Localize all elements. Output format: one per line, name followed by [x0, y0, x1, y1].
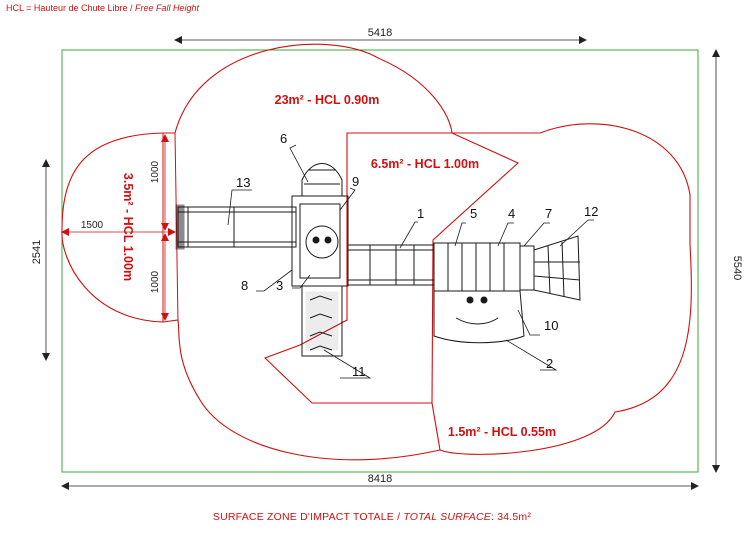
- callout-4: 4: [508, 206, 515, 221]
- total-width-dim: 8418: [368, 473, 392, 485]
- callout-3: 3: [276, 278, 283, 293]
- zone-top-label: 23m² - HCL 0.90m: [275, 93, 380, 107]
- callout-6: 6: [280, 131, 287, 146]
- callout-9: 9: [352, 174, 359, 189]
- middle-zone-line: [263, 132, 519, 404]
- legend-english: Free Fall Height: [135, 3, 200, 13]
- callout-7: 7: [545, 206, 552, 221]
- callout-leaders: [227, 144, 594, 379]
- total-surface-label: SURFACE ZONE D'IMPACT TOTALE /: [212, 511, 401, 523]
- zone-left-label: 3.5m² - HCL 1.00m: [121, 173, 135, 281]
- callout-10: 10: [544, 318, 558, 333]
- site-boundary: [61, 49, 699, 473]
- callout-11: 11: [352, 364, 366, 379]
- total-surface-label-en: TOTAL SURFACE: [403, 511, 491, 523]
- legend: HCL = Hauteur de Chute Libre / Free Fall…: [6, 3, 200, 13]
- bottom-zone-line: [431, 402, 441, 451]
- left-upper-dim: 1000: [150, 160, 161, 183]
- legend-abbr: HCL = Hauteur de Chute Libre: [6, 3, 128, 13]
- left-height-dim: 2541: [31, 240, 43, 264]
- callout-12: 12: [584, 204, 598, 219]
- total-surface-value: : 34.5m²: [490, 511, 532, 523]
- total-surface: SURFACE ZONE D'IMPACT TOTALE / TOTAL SUR…: [0, 511, 744, 523]
- left-lower-dim: 1000: [150, 270, 161, 293]
- impact-zone-outline: [61, 43, 692, 461]
- callout-13: 13: [236, 175, 250, 190]
- callout-8: 8: [241, 278, 248, 293]
- zone-bottom-label: 1.5m² - HCL 0.55m: [448, 425, 556, 439]
- callout-5: 5: [470, 206, 477, 221]
- zone-middle-label: 6.5m² - HCL 1.00m: [371, 157, 479, 171]
- top-width-dim: 5418: [368, 27, 392, 39]
- left-offset-dim: 1500: [81, 220, 104, 231]
- callout-2: 2: [546, 356, 553, 371]
- right-height-dim: 5540: [731, 256, 743, 280]
- callout-1: 1: [417, 206, 424, 221]
- play-equipment: [175, 163, 581, 357]
